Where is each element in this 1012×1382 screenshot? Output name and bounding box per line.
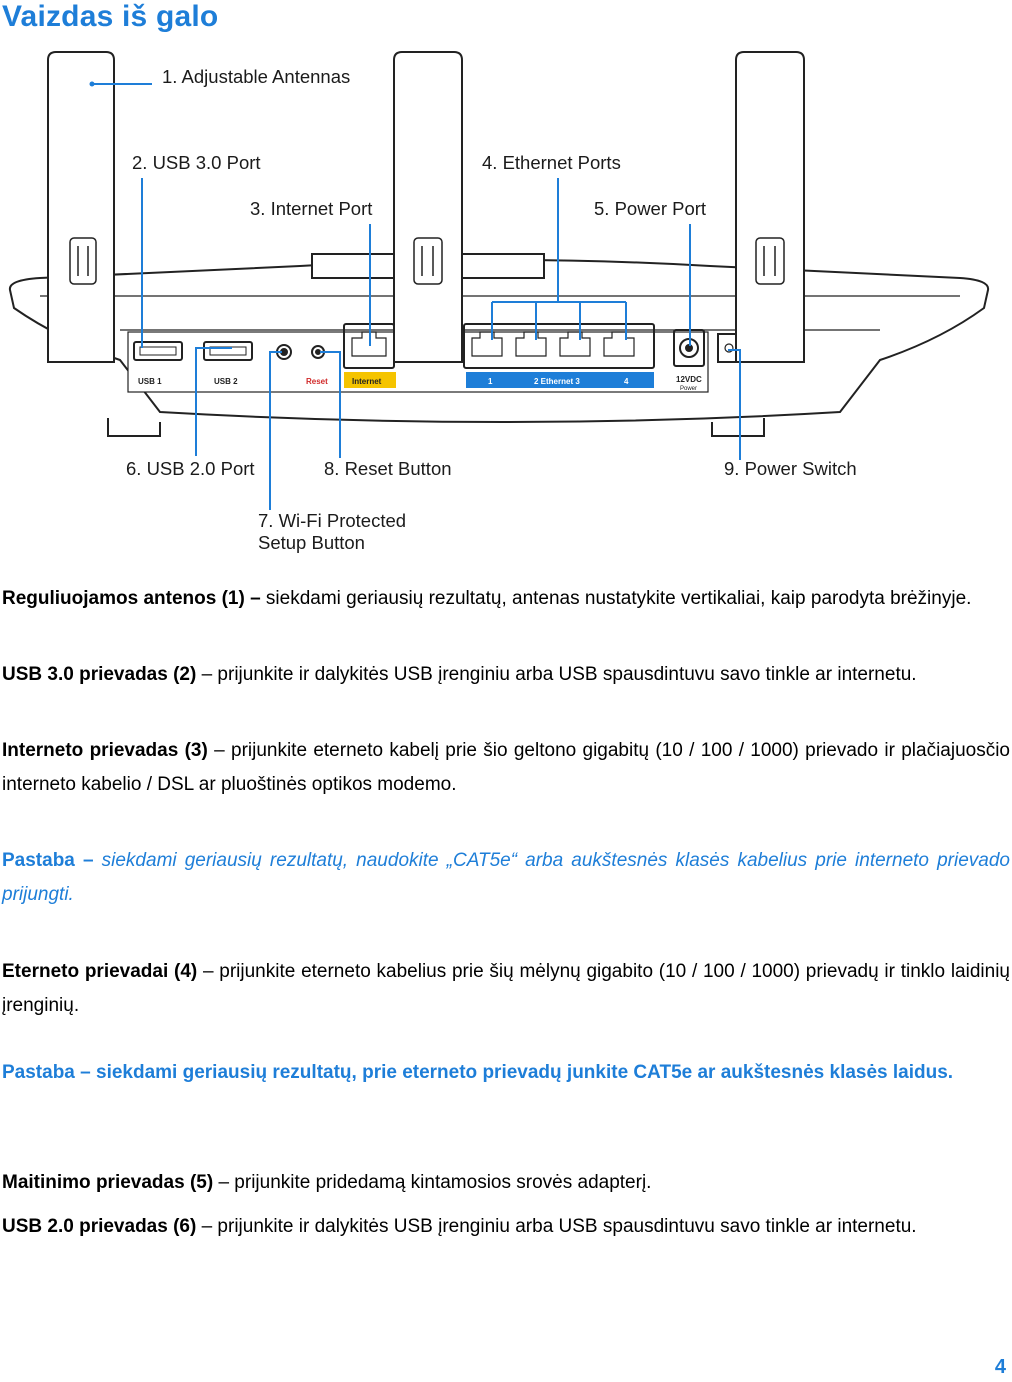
router-illustration: USB 1 USB 2 Reset Internet 1 2 Ethernet …	[8, 51, 990, 510]
note-internet-cable: Pastaba – siekdami geriausių rezultatų, …	[2, 850, 1010, 905]
callout-power-port: 5. Power Port	[594, 198, 707, 219]
page-number: 4	[994, 1356, 1006, 1378]
eth4-label: 4	[624, 377, 629, 386]
internet-label: Internet	[352, 377, 382, 386]
callout-reset: 8. Reset Button	[324, 458, 452, 479]
callout-internet: 3. Internet Port	[250, 198, 373, 219]
leader-ethernet	[491, 178, 627, 340]
paragraph-usb2: USB 2.0 prievadas (6) – prijunkite ir da…	[2, 1216, 917, 1237]
note-ethernet-cable: Pastaba – siekdami geriausių rezultatų, …	[2, 1062, 954, 1083]
usb1-label: USB 1	[138, 377, 162, 386]
router-rear-view-figure: USB 1 USB 2 Reset Internet 1 2 Ethernet …	[0, 40, 1012, 560]
antenna-left	[47, 51, 115, 363]
paragraph-ethernet-ports: Eterneto prievadai (4) – prijunkite eter…	[2, 961, 1010, 1016]
paragraph-antennas: Reguliuojamos antenos (1) – siekdami ger…	[2, 588, 972, 609]
callout-usb2: 6. USB 2.0 Port	[126, 458, 255, 479]
callout-usb3: 2. USB 3.0 Port	[132, 152, 261, 173]
callout-wps-line1: 7. Wi-Fi Protected	[258, 510, 407, 531]
callout-power-switch: 9. Power Switch	[724, 458, 857, 479]
antenna-center	[393, 51, 463, 363]
power-voltage-label: 12VDC	[676, 375, 702, 384]
eth23-label: 2 Ethernet 3	[534, 377, 580, 386]
paragraph-power-port: Maitinimo prievadas (5) – prijunkite pri…	[2, 1172, 652, 1193]
leader-reset	[320, 351, 341, 458]
paragraph-internet-port: Interneto prievadas (3) – prijunkite ete…	[2, 740, 1010, 795]
foot-left	[107, 418, 161, 437]
ethernet-port-block	[463, 323, 655, 369]
foot-right	[711, 418, 765, 437]
leader-usb2	[195, 347, 232, 456]
page-title: Vaizdas iš galo	[2, 0, 219, 33]
callout-ethernet: 4. Ethernet Ports	[482, 152, 621, 173]
eth1-label: 1	[488, 377, 493, 386]
callout-wps-line2: Setup Button	[258, 532, 365, 553]
paragraph-usb3: USB 3.0 prievadas (2) – prijunkite ir da…	[2, 664, 917, 685]
reset-label: Reset	[306, 377, 328, 386]
usb2-port	[203, 341, 253, 361]
leader-wps	[269, 351, 282, 510]
power-word-label: Power	[680, 386, 697, 392]
callout-antennas: 1. Adjustable Antennas	[162, 66, 351, 87]
usb2-label: USB 2	[214, 377, 238, 386]
leader-power-switch	[728, 349, 741, 460]
internet-label-bg	[344, 372, 396, 388]
usb3-port	[133, 341, 183, 361]
ethernet-label-bg	[466, 372, 654, 388]
antenna-right	[735, 51, 805, 363]
